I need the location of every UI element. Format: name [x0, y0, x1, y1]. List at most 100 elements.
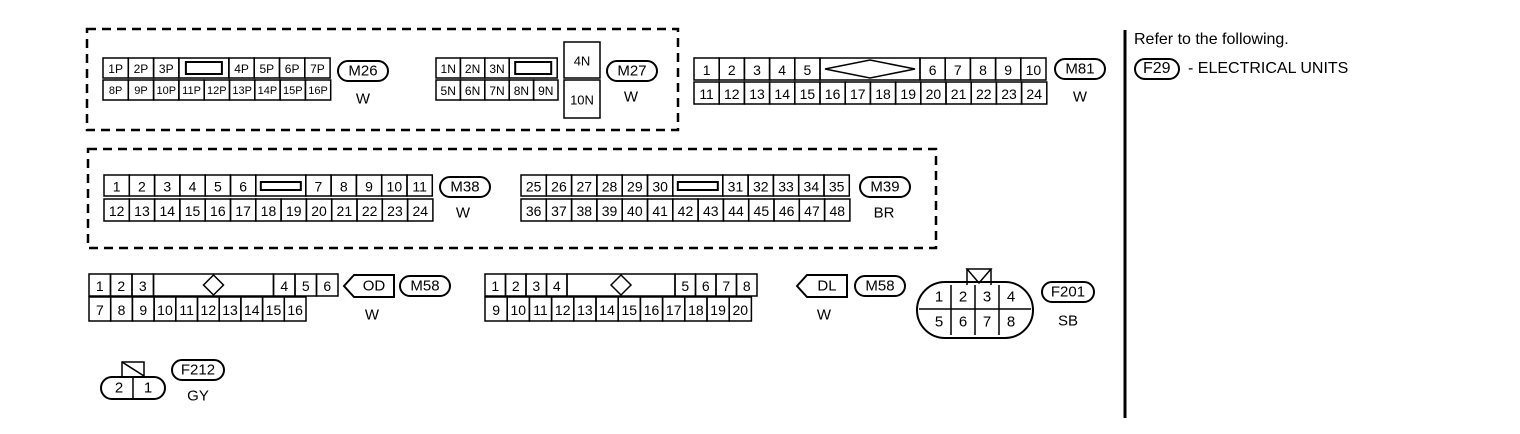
- pin-label: 11: [412, 179, 427, 195]
- key-marker: [121, 361, 145, 378]
- pin-label: 8P: [109, 85, 122, 97]
- pin-label: 17: [666, 302, 682, 318]
- lock-cell: [255, 174, 307, 197]
- pin-label: 10: [1026, 62, 1042, 78]
- pin-label: 12P: [207, 85, 227, 97]
- connector-code-badge: [171, 359, 225, 381]
- wire-color-label: SB: [1058, 313, 1078, 330]
- lock-tab: [514, 61, 553, 75]
- pin-label: 16: [287, 302, 303, 318]
- pin-label: 19: [900, 86, 916, 102]
- pin-label: 4: [1007, 289, 1015, 306]
- ref-description: - ELECTRICAL UNITS: [1188, 60, 1349, 77]
- pin-label: 16: [825, 86, 841, 102]
- pin-label: 9: [365, 179, 373, 195]
- pin-label: 15: [185, 203, 201, 219]
- pin-label: 46: [779, 203, 795, 219]
- keyway-cell: [819, 57, 921, 81]
- lock-cell: [508, 57, 558, 79]
- pin-label: 12: [109, 203, 125, 219]
- connector-housing: [916, 281, 1034, 339]
- pin-label: 35: [829, 179, 845, 195]
- pin-label: 6: [702, 278, 710, 294]
- pin-label: 4: [189, 179, 197, 195]
- pin-label: 10: [157, 302, 173, 318]
- pin-label: 14P: [258, 85, 278, 97]
- pin-label: 7N: [489, 84, 504, 98]
- pin-label: 3: [753, 62, 761, 78]
- connector-code: M26: [348, 63, 377, 80]
- pin-label: 7: [983, 314, 991, 331]
- pin-label: 45: [754, 203, 770, 219]
- pin-label: 8: [340, 179, 348, 195]
- pin-label: 28: [602, 179, 618, 195]
- connector-code: M27: [617, 63, 646, 80]
- pin-label: 33: [778, 179, 794, 195]
- pin-label: 8: [979, 62, 987, 78]
- pin-label: 12: [201, 302, 217, 318]
- pin-cell: [304, 57, 331, 79]
- pin-cell: [1020, 57, 1047, 81]
- lock-cell: [672, 174, 724, 197]
- keyway-diamond: [609, 273, 633, 297]
- pin-label: 11P: [182, 85, 201, 97]
- pin-label: 13P: [232, 85, 252, 97]
- pin-label: 9: [1004, 62, 1012, 78]
- pin-label: 5: [681, 278, 689, 294]
- connector-code: F212: [181, 362, 215, 379]
- pin-label: 15: [622, 302, 638, 318]
- pin-label: 7: [722, 278, 730, 294]
- pin-label: 14: [159, 203, 175, 219]
- connector-code-badge: [1054, 58, 1106, 80]
- pin-label: 15: [800, 86, 816, 102]
- ref-connector-badge: F29: [1134, 58, 1180, 80]
- pin-label: 26: [551, 179, 567, 195]
- connector-code: M58: [410, 278, 439, 295]
- pin-label: 34: [804, 179, 820, 195]
- pin-label: 5: [935, 314, 943, 331]
- wire-color-label: W: [365, 307, 380, 324]
- pin-label: 5N: [441, 84, 456, 98]
- keyway-diamond: [824, 59, 916, 79]
- pin-label: 6: [959, 314, 967, 331]
- pin-label: 3: [983, 289, 991, 306]
- pin-label: 44: [728, 203, 744, 219]
- pin-label: 48: [829, 203, 845, 219]
- pin-label: 12: [555, 302, 571, 318]
- pin-label: 3P: [159, 62, 174, 76]
- pin-label: 8: [118, 302, 126, 318]
- pin-label: 4: [553, 278, 561, 294]
- pin-label: 1: [96, 278, 104, 294]
- pin-label: 24: [412, 203, 428, 219]
- pin-label: 12: [724, 86, 740, 102]
- group-frame-middle: [86, 147, 938, 250]
- pin-label: 31: [728, 179, 744, 195]
- pin-cell: [735, 273, 758, 297]
- key-marker: [965, 268, 993, 285]
- pin-label: 2: [117, 278, 125, 294]
- pin-label: 13: [577, 302, 593, 318]
- pin-label: 9: [139, 302, 147, 318]
- pin-label: 21: [337, 203, 353, 219]
- pin-cell: [823, 198, 851, 222]
- pin-label: 15: [266, 302, 282, 318]
- pin-label: 7P: [310, 62, 325, 76]
- pin-label: 13: [749, 86, 765, 102]
- connector-code-badge: [439, 176, 491, 198]
- pin-label: 11: [699, 86, 714, 102]
- pin-label: 5: [214, 179, 222, 195]
- pin-label: 4: [778, 62, 786, 78]
- pin-label: 7: [315, 179, 323, 195]
- pin-label: 11: [533, 302, 548, 318]
- lock-tab: [676, 181, 719, 191]
- pin-label: 2: [728, 62, 736, 78]
- connector-code-badge: [606, 60, 658, 82]
- connector-code: M58: [865, 278, 894, 295]
- pin-cell: [283, 296, 307, 322]
